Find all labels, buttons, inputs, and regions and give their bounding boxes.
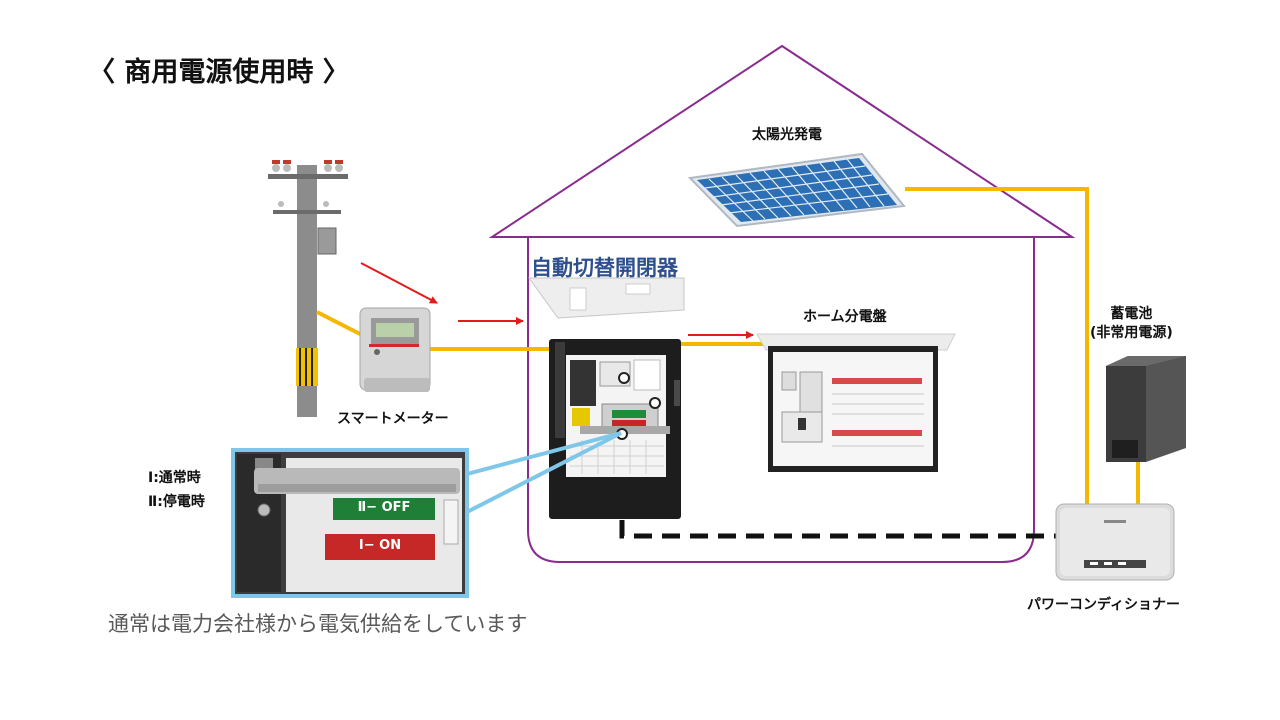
caption: 通常は電力会社様から電気供給をしています [108,612,528,636]
battery-icon [1106,356,1186,462]
callout-lines [466,431,622,514]
switch-off-plate: Ⅱ− OFF [357,500,411,515]
flow-arrows [360,262,754,339]
mode-normal-label: Ⅰ:通常時 [148,470,201,486]
utility-pole-icon [268,160,348,417]
smart-meter-icon [359,307,431,392]
home-panel-icon [756,333,956,472]
battery-label-line2: (非常用電源) [1090,325,1173,341]
solar-panel-icon [687,152,906,228]
power-conditioner-icon [1055,503,1175,581]
solar-label: 太陽光発電 [752,127,822,143]
page-title: 〈 商用電源使用時 〉 [88,57,350,88]
ats-cabinet-icon [528,277,685,519]
ats-label: 自動切替開閉器 [531,256,678,280]
switch-on-plate: Ⅰ− ON [358,538,402,553]
home-panel-label: ホーム分電盤 [803,309,887,325]
house-outline [488,44,1076,563]
mode-legend: Ⅰ:通常時 Ⅱ:停電時 [148,466,205,514]
battery-label-line1: 蓄電池 [1110,306,1153,322]
mode-outage-label: Ⅱ:停電時 [148,494,205,510]
smart-meter-label: スマートメーター [337,411,449,427]
power-conditioner-label: パワーコンディショナー [1027,597,1181,613]
switch-zoom-callout [231,448,469,598]
battery-label: 蓄電池 (非常用電源) [1090,305,1173,343]
